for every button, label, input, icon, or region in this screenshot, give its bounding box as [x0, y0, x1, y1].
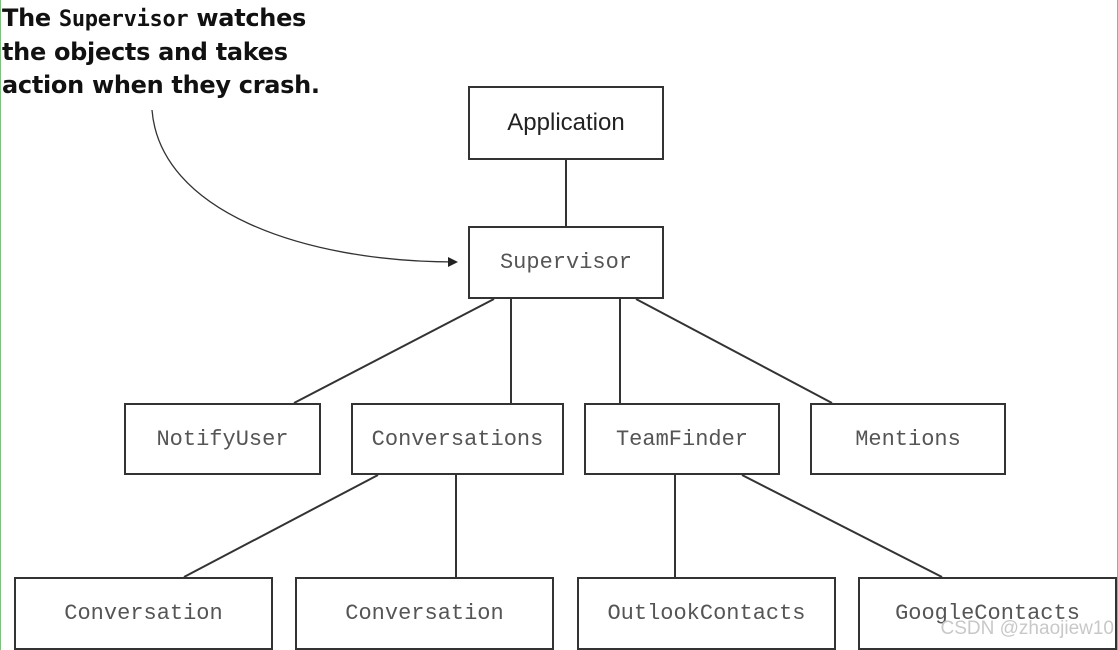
node-supervisor: Supervisor — [468, 226, 664, 299]
annotation-line-2: the objects and takes — [2, 38, 288, 66]
annotation-text-watches: watches — [196, 4, 307, 32]
annotation-arrow — [151, 109, 458, 267]
node-application: Application — [468, 86, 664, 160]
annotation-line-1: The Supervisor watches — [2, 2, 362, 36]
frame-left-edge — [0, 0, 1, 650]
edge-supervisor-mentions — [635, 298, 833, 404]
node-conversations: Conversations — [351, 403, 564, 475]
watermark-text: CSDN @zhaojiew10 — [940, 618, 1114, 639]
edge-conversations-conversation-1 — [183, 474, 379, 578]
node-mentions: Mentions — [810, 403, 1006, 475]
annotation-line-3: action when they crash. — [2, 71, 320, 99]
node-notify-user: NotifyUser — [124, 403, 321, 475]
node-google-contacts: GoogleContacts — [858, 577, 1117, 650]
edge-teamfinder-googlecontacts — [741, 474, 943, 578]
edge-supervisor-notifyuser — [293, 298, 495, 404]
node-conversation-1: Conversation — [14, 577, 273, 650]
node-outlook-contacts: OutlookContacts — [577, 577, 836, 650]
annotation-code-supervisor: Supervisor — [58, 7, 189, 32]
node-conversation-2: Conversation — [295, 577, 554, 650]
node-team-finder: TeamFinder — [584, 403, 780, 475]
annotation-text-the: The — [2, 4, 51, 32]
supervisor-annotation: The Supervisor watches the objects and t… — [2, 2, 362, 102]
